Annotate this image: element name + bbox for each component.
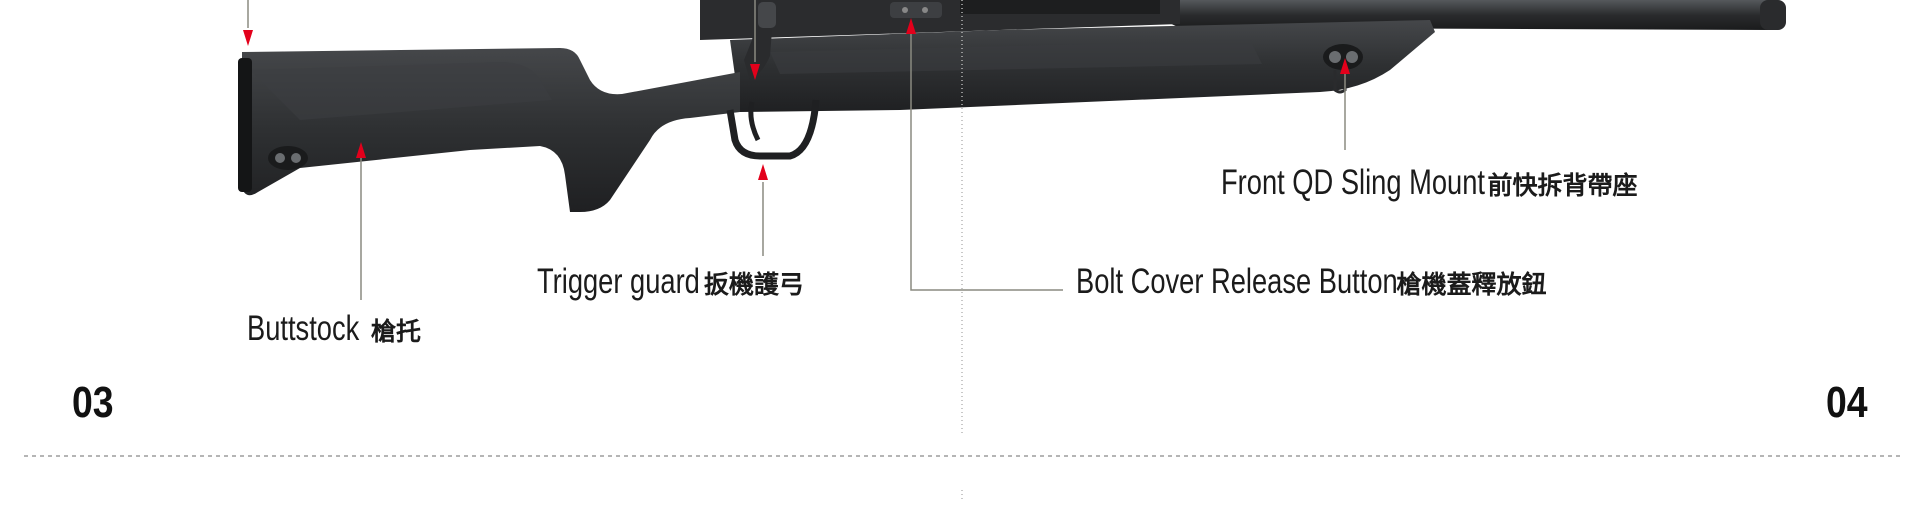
trigger-guard-shape [726,99,820,160]
arrow-bolt-cover-release [906,18,916,34]
bolt-cover [890,2,942,18]
buttpad [238,58,252,192]
label-trigger-guard-zh: 扳機護弓 [703,270,804,299]
label-buttstock: Buttstock 槍托 [247,311,421,346]
arrow-top-left [243,30,253,46]
label-bolt-cover-release-en: Bolt Cover Release Button [1076,262,1398,301]
arrow-trigger-guard [758,164,768,180]
trigger [748,101,761,142]
muzzle [1760,0,1786,30]
qd-sling-socket [1323,44,1363,70]
barrel [1120,0,1785,30]
label-trigger-guard-en: Trigger guard [537,262,700,301]
scope-mount [960,0,1160,14]
label-bolt-cover-release-zh: 槍機蓋釋放鈕 [1396,270,1547,299]
page-number-left: 03 [72,378,114,427]
label-bolt-cover-release: Bolt Cover Release Button槍機蓋釋放鈕 [1076,264,1546,299]
rear-sling-socket [268,146,308,170]
label-front-qd-sling-mount-zh: 前快拆背帶座 [1487,171,1638,200]
leader-bolt-cover-release [910,28,1063,291]
arrow-front-qd-sling [1340,58,1350,74]
label-buttstock-en: Buttstock [247,309,360,348]
label-front-qd-sling-mount-en: Front QD Sling Mount [1221,163,1486,202]
arrow-buttstock [356,142,366,158]
arrow-trigger-top [750,64,760,80]
label-buttstock-zh: 槍托 [370,317,421,346]
label-front-qd-sling-mount: Front QD Sling Mount前快拆背帶座 [1221,165,1637,200]
page-number-right: 04 [1826,378,1868,427]
